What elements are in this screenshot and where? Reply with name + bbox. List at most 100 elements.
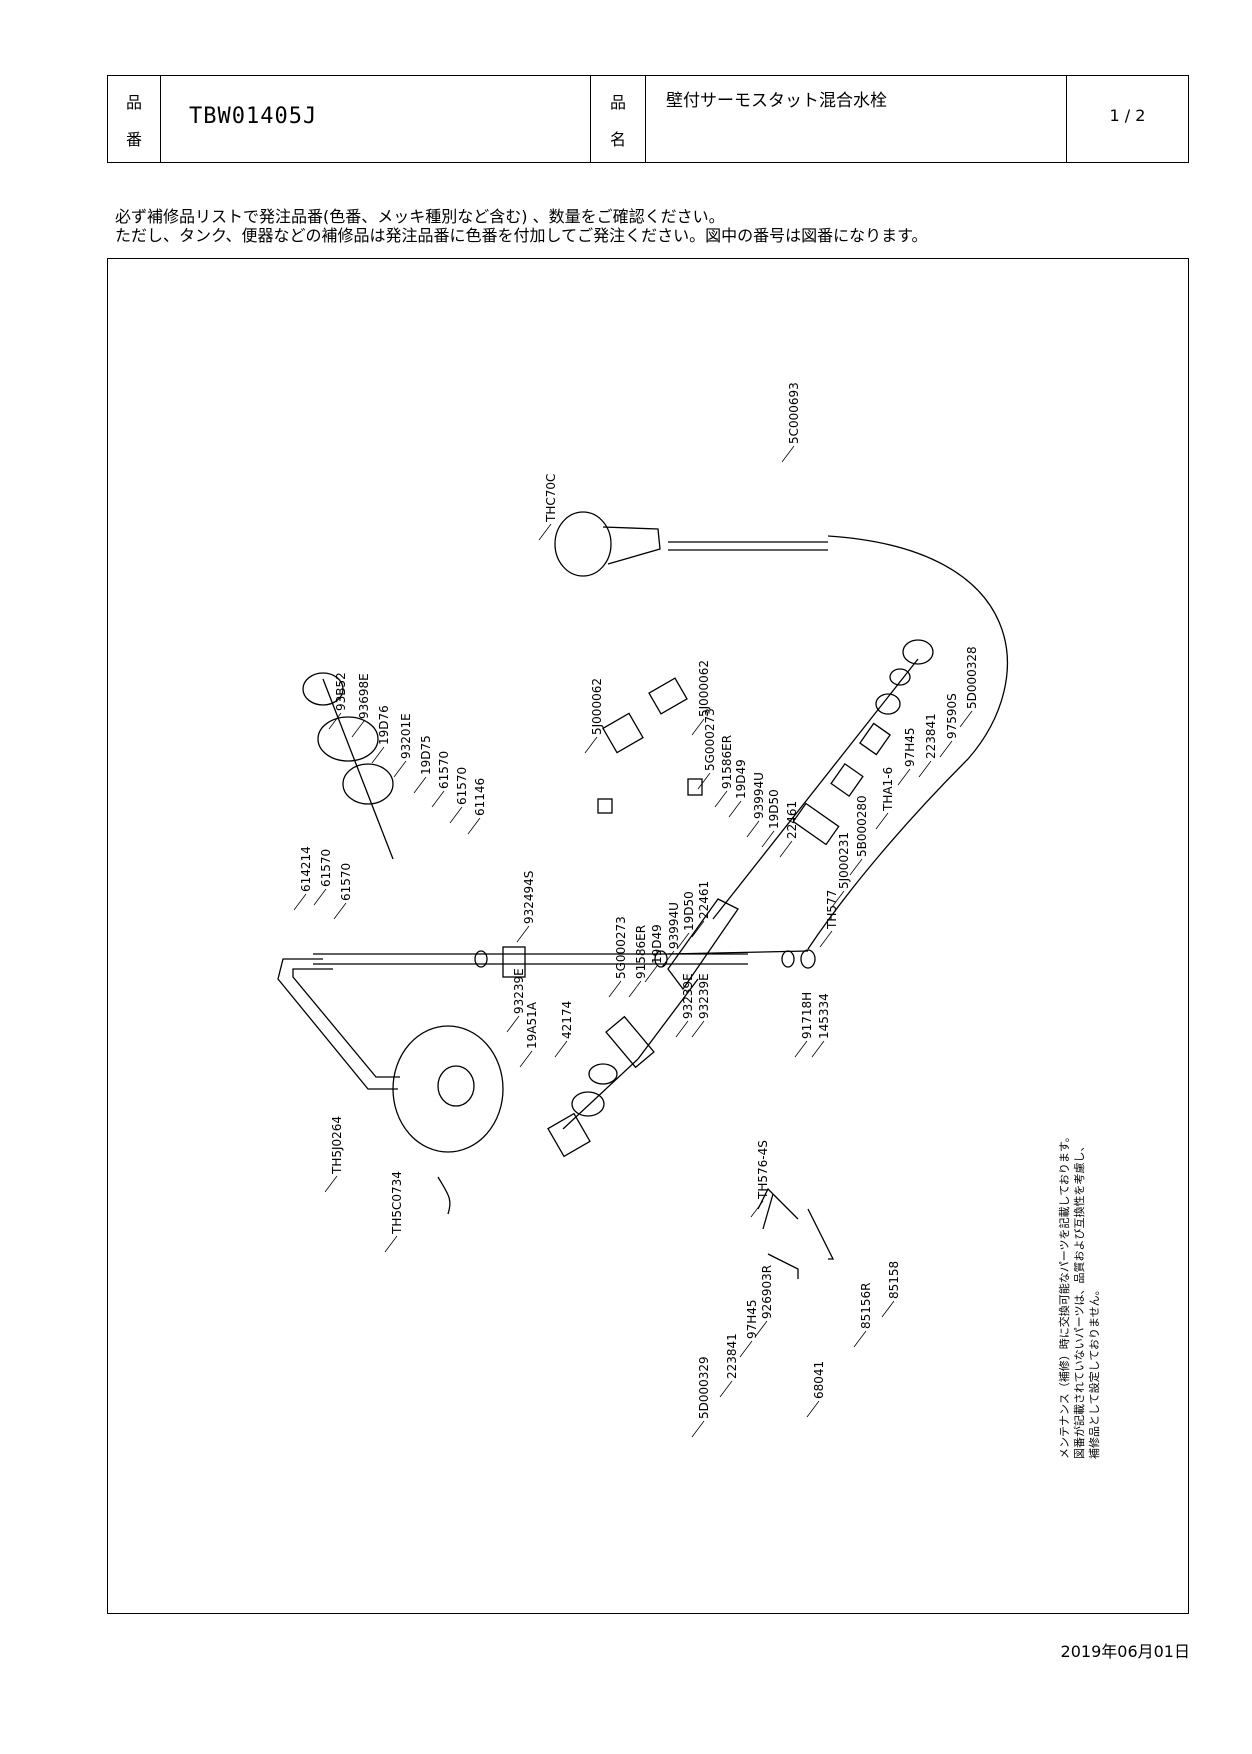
product-name: 壁付サーモスタット混合水栓 <box>666 91 887 111</box>
page-indicator: 1 / 2 <box>1109 106 1146 125</box>
leader-line <box>431 790 445 808</box>
part-label: 5D000328 <box>965 646 979 709</box>
part-label: 5D000329 <box>697 1356 711 1419</box>
leader-line <box>584 736 598 754</box>
leader-line <box>719 1380 733 1398</box>
leader-line <box>691 920 705 938</box>
leader-line <box>538 523 552 541</box>
part-label: 5J000231 <box>837 832 851 889</box>
name-label-1: 品 <box>609 92 626 112</box>
part-label: 61570 <box>455 767 469 805</box>
part-label: 68041 <box>812 1361 826 1399</box>
leader-line <box>691 1020 705 1038</box>
part-number: TBW01405J <box>189 104 318 129</box>
part-label: 42174 <box>560 1001 574 1039</box>
leader-line <box>506 1015 520 1033</box>
leader-line <box>628 980 642 998</box>
part-label: 91718H <box>800 992 814 1039</box>
leader-line <box>519 1050 533 1068</box>
part-no-label-1: 品 <box>125 92 142 112</box>
name-label-cell: 品 名 <box>591 76 646 162</box>
maintenance-note-line-3: 補修品として設定しておりません。 <box>1087 1284 1101 1459</box>
part-label: TH5J0264 <box>330 1116 344 1175</box>
part-label: 61570 <box>339 863 353 901</box>
maintenance-note: メンテナンス（補修）時に交換可能なパーツを記載しております。 図番が記載されてい… <box>1057 1131 1101 1459</box>
part-label: 5G000273 <box>614 916 628 979</box>
leader-line <box>959 710 973 728</box>
maintenance-note-line-2: 図番が記載されていないパーツは、品質および互換性を考慮し、 <box>1072 1141 1086 1459</box>
part-label: 93239E <box>697 973 711 1019</box>
leader-line <box>806 1400 820 1418</box>
leader-line <box>831 890 845 908</box>
part-label: 614214 <box>299 846 313 892</box>
leader-line <box>761 830 775 848</box>
leader-line <box>739 1340 753 1358</box>
part-label: 93698E <box>357 673 371 719</box>
leader-line <box>554 1040 568 1058</box>
notice-line-1: 必ず補修品リストで発注品番(色番、メッキ種別など含む) 、数量をご確認ください。 <box>115 207 725 226</box>
leader-line <box>939 740 953 758</box>
leader-line <box>644 965 658 983</box>
part-label: 5G000273 <box>703 708 717 771</box>
leader-line <box>333 902 347 920</box>
header-table: 品 番 TBW01405J 品 名 壁付サーモスタット混合水栓 1 / 2 <box>107 75 1189 163</box>
issue-date: 2019年06月01日 <box>1060 1642 1190 1661</box>
leader-line <box>351 720 365 738</box>
leader-line <box>746 820 760 838</box>
part-label: 61570 <box>437 751 451 789</box>
leader-line <box>779 840 793 858</box>
part-label: 223841 <box>725 1333 739 1379</box>
part-no-label-2: 番 <box>125 129 142 149</box>
part-label: 5J000062 <box>697 660 711 717</box>
part-label: THA1-6 <box>881 767 895 812</box>
leader-line <box>371 746 385 764</box>
leader-line <box>918 760 932 778</box>
leader-line <box>608 980 622 998</box>
part-label: TH577 <box>825 890 839 930</box>
part-label: 93B52 <box>334 672 348 711</box>
leader-line <box>881 1300 895 1318</box>
leader-line <box>714 790 728 808</box>
leader-line <box>754 1320 768 1338</box>
exploded-parts-diagram: 5C000693THC70C5D00032897590S22384197H45T… <box>277 382 1101 1459</box>
part-label: 97590S <box>945 693 959 739</box>
part-label: 5B000280 <box>855 795 869 857</box>
part-label: 85156R <box>859 1282 873 1329</box>
part-label: 93201E <box>399 713 413 759</box>
part-label: 61570 <box>319 849 333 887</box>
leader-line <box>849 858 863 876</box>
leader-line <box>516 925 530 943</box>
part-label: 61146 <box>473 778 487 816</box>
leader-line <box>819 930 833 948</box>
part-label: 19D50 <box>767 789 781 829</box>
part-label: 91586ER <box>634 925 648 979</box>
leader-line <box>728 800 742 818</box>
leader-line <box>676 932 690 950</box>
part-label: 91586ER <box>720 735 734 789</box>
part-label: 93239E <box>512 968 526 1014</box>
part-label: 5C000693 <box>787 382 801 444</box>
leader-line <box>675 1020 689 1038</box>
part-label: 19D50 <box>682 891 696 931</box>
part-label: 19D49 <box>650 924 664 964</box>
part-label: 19D49 <box>734 759 748 799</box>
part-label: 932494S <box>522 871 536 924</box>
leader-line <box>661 950 675 968</box>
part-no-cell: TBW01405J <box>161 76 591 162</box>
part-label: 223841 <box>924 713 938 759</box>
part-label: TH576-4S <box>756 1140 770 1200</box>
leader-line <box>781 445 795 463</box>
notice: 必ず補修品リストで発注品番(色番、メッキ種別など含む) 、数量をご確認ください。… <box>115 207 927 245</box>
leader-line <box>811 1040 825 1058</box>
leader-line <box>697 772 711 790</box>
part-label: 19A51A <box>525 1001 539 1049</box>
part-label: 19D76 <box>377 705 391 745</box>
leader-line <box>691 1420 705 1438</box>
leader-line <box>328 712 342 730</box>
maintenance-note-line-1: メンテナンス（補修）時に交換可能なパーツを記載しております。 <box>1057 1131 1071 1459</box>
part-label: 93994U <box>667 902 681 949</box>
leader-line <box>467 817 481 835</box>
product-name-cell: 壁付サーモスタット混合水栓 <box>646 76 1067 162</box>
name-label-2: 名 <box>609 129 626 149</box>
